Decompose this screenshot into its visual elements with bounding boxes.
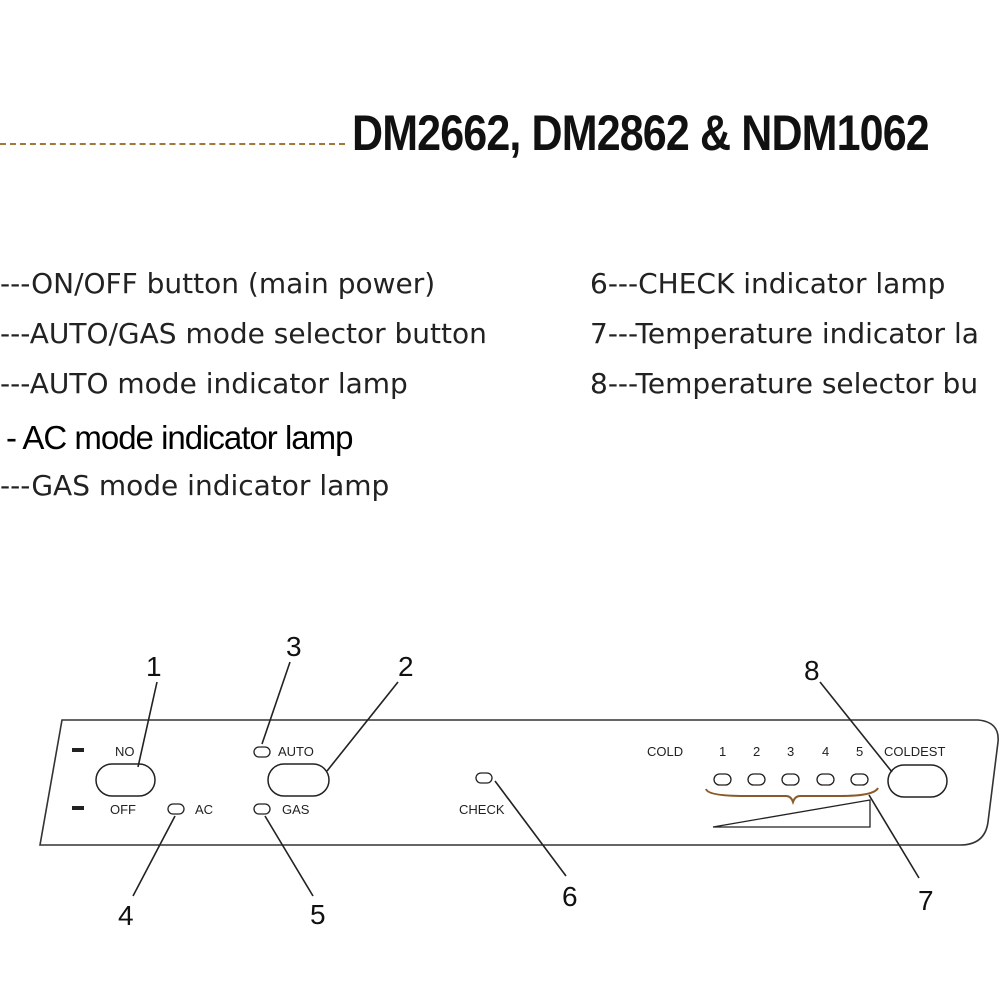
temp-lamps-brace (705, 787, 879, 806)
gas-lamp (253, 803, 271, 815)
title-dashed-rule (0, 143, 345, 145)
level-1-label: 1 (719, 744, 726, 759)
auto-label: AUTO (278, 744, 314, 759)
legend-item-7: 7---Temperature indicator la (590, 317, 979, 350)
legend-item-5: ---GAS mode indicator lamp (0, 469, 390, 502)
temp-lamp-4 (816, 773, 835, 786)
callout-1: 1 (146, 651, 162, 682)
leader-line-2 (326, 681, 399, 772)
legend-item-8: 8---Temperature selector bu (590, 367, 979, 400)
temperature-selector-button[interactable] (887, 764, 948, 798)
ac-label: AC (195, 802, 213, 817)
onoff-button[interactable] (95, 763, 156, 797)
callout-6: 6 (562, 881, 578, 912)
leader-line-5 (264, 815, 314, 897)
auto-lamp (253, 746, 271, 758)
off-label: OFF (110, 802, 136, 817)
callout-3: 3 (286, 631, 302, 662)
legend-item-2: ---AUTO/GAS mode selector button (0, 317, 487, 350)
legend-item-1: ---ON/OFF button (main power) (0, 267, 436, 300)
on-indicator-mark (72, 748, 84, 752)
temp-lamp-1 (713, 773, 732, 786)
temp-lamp-5 (850, 773, 869, 786)
check-label: CHECK (459, 802, 505, 817)
level-5-label: 5 (856, 744, 863, 759)
leader-line-8 (819, 681, 893, 773)
temperature-ramp (712, 799, 871, 828)
coldest-label: COLDEST (884, 744, 945, 759)
level-3-label: 3 (787, 744, 794, 759)
panel-outline (39, 719, 999, 846)
legend-item-6: 6---CHECK indicator lamp (590, 267, 946, 300)
leader-line-7 (868, 794, 920, 879)
page-title: DM2662, DM2862 & NDM1062 (352, 105, 930, 161)
leader-line-1 (137, 681, 158, 768)
off-indicator-mark (72, 806, 84, 810)
leader-line-4 (132, 815, 176, 897)
temp-lamp-2 (747, 773, 766, 786)
callout-4: 4 (118, 900, 134, 931)
temp-lamp-3 (781, 773, 800, 786)
leader-line-3 (261, 661, 291, 745)
callout-8: 8 (804, 655, 820, 686)
callout-5: 5 (310, 899, 326, 930)
cold-label: COLD (647, 744, 683, 759)
auto-gas-button[interactable] (267, 763, 330, 797)
level-4-label: 4 (822, 744, 829, 759)
ac-lamp (167, 803, 185, 815)
control-panel-diagram: NO OFF AC AUTO GAS CHECK COLD 1 2 3 4 5 … (39, 631, 999, 931)
legend-item-4: - AC mode indicator lamp (6, 419, 353, 456)
callout-7: 7 (918, 885, 934, 916)
legend-item-3: ---AUTO mode indicator lamp (0, 367, 408, 400)
leader-line-6 (494, 780, 567, 877)
no-label: NO (115, 744, 135, 759)
gas-label: GAS (282, 802, 310, 817)
check-lamp (475, 772, 493, 784)
level-2-label: 2 (753, 744, 760, 759)
callout-2: 2 (398, 651, 414, 682)
